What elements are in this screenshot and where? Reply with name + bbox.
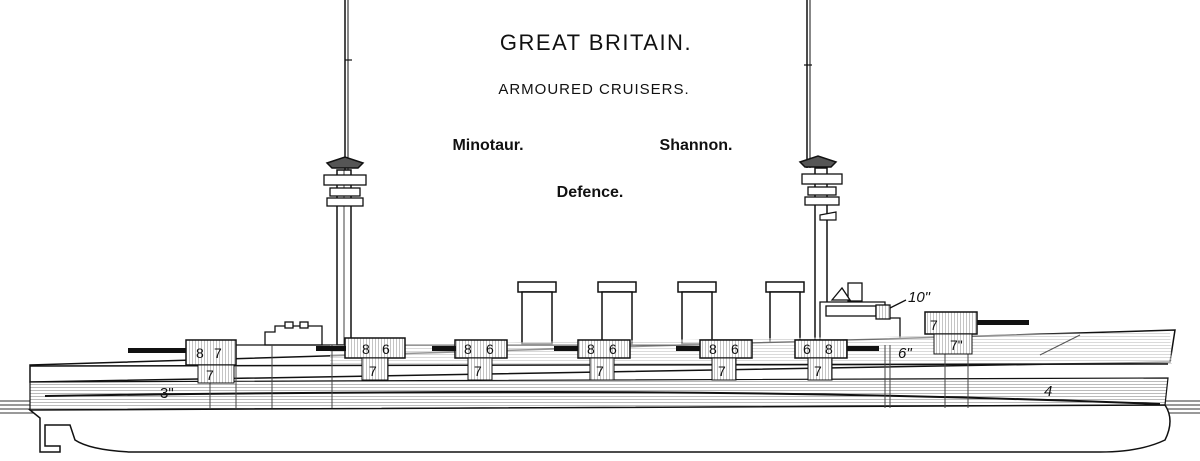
funnels <box>517 281 805 345</box>
belt-aft-label: 4 <box>1044 383 1052 400</box>
turret-label-6: 6 <box>803 341 811 357</box>
ship-name-defence: Defence. <box>557 184 624 201</box>
turret-label-6: 6 <box>609 341 617 357</box>
turret-label-8: 8 <box>464 341 472 357</box>
barbette-label: 7 <box>474 363 482 379</box>
ship-name-shannon: Shannon. <box>660 137 733 154</box>
barbette-label: 7 <box>206 367 214 383</box>
turret-label-8: 8 <box>825 341 833 357</box>
turret-label-8: 8 <box>196 345 204 361</box>
stern-line <box>1039 334 1081 356</box>
turret-label-6: 6 <box>486 341 494 357</box>
section-lines <box>209 345 969 408</box>
barbette-label: 7" <box>950 337 963 353</box>
sea-lines <box>0 400 1200 414</box>
hull-lower <box>27 404 1171 453</box>
fore-mast <box>323 0 367 346</box>
belt-forward-label: 3" <box>160 385 174 402</box>
turret-label-7: 7 <box>214 345 222 361</box>
turret-label-6: 6 <box>731 341 739 357</box>
turret-label-8: 8 <box>587 341 595 357</box>
wing-turret-3: 8 6 7 <box>554 339 631 381</box>
ship-type-subtitle: ARMOURED CRUISERS. <box>498 81 689 98</box>
citadel-label: 6" <box>898 345 912 362</box>
wing-turret-5: 6 8 7 <box>794 339 879 381</box>
wing-turret-2: 8 6 7 <box>432 339 508 381</box>
main-mast <box>798 0 843 344</box>
turret-label-8: 8 <box>362 341 370 357</box>
conning-tower-label: 10" <box>908 289 931 306</box>
ship-name-minotaur: Minotaur. <box>452 137 523 154</box>
forward-turret: 8 7 7 <box>128 339 237 384</box>
aft-conning-tower <box>875 299 907 320</box>
turret-label-6: 6 <box>382 341 390 357</box>
wing-turret-4: 8 6 7 <box>676 339 753 381</box>
aft-turret: 7 7" <box>924 311 1029 355</box>
belt-line <box>44 390 1161 405</box>
barbette-label: 7 <box>814 363 822 379</box>
country-title: GREAT BRITAIN. <box>500 30 692 55</box>
barbette-label: 7 <box>718 363 726 379</box>
barbette-label: 7 <box>596 363 604 379</box>
wing-turret-1: 8 6 7 <box>316 337 406 381</box>
turret-label-8: 8 <box>709 341 717 357</box>
turret-label-7: 7 <box>930 317 938 333</box>
barbette-label: 7 <box>369 363 377 379</box>
